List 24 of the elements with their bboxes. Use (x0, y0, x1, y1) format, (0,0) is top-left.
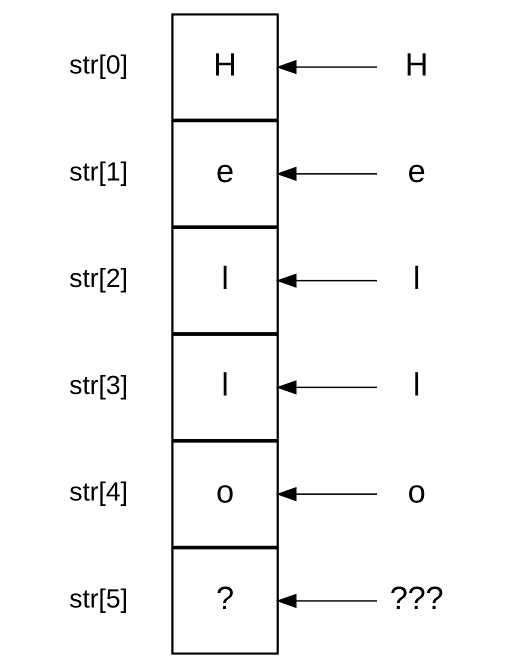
node-text: ??? (390, 580, 444, 616)
node-text: e (408, 153, 426, 190)
node-label: str[2] (69, 263, 128, 294)
node-box: ? (171, 547, 279, 655)
node-box: e (171, 120, 279, 228)
node-text: l (413, 366, 420, 403)
node-label: str[1] (69, 156, 128, 186)
node-label: str[5] (69, 583, 128, 614)
node-box: l (171, 334, 279, 442)
node-label: str[4] (69, 476, 128, 507)
node-text: l (413, 260, 420, 296)
arrow (276, 380, 377, 395)
node-box: l (171, 226, 279, 334)
arrow (276, 166, 377, 182)
arrow (276, 486, 377, 502)
arrow (276, 594, 377, 608)
node-box: H (171, 13, 279, 121)
node-text: o (408, 473, 426, 510)
node-text: H (405, 46, 428, 82)
node-box: o (171, 440, 279, 548)
node-label: str[0] (69, 50, 128, 80)
arrow (276, 273, 377, 288)
arrow (276, 60, 377, 74)
node-label: str[3] (69, 370, 128, 400)
